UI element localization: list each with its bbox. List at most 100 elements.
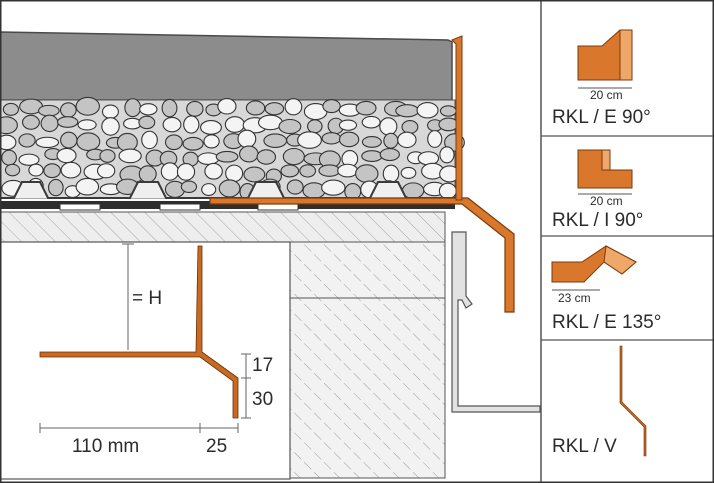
gravel-pebble: [397, 131, 417, 149]
gravel-pebble: [138, 165, 157, 183]
gravel-pebble: [75, 177, 100, 196]
gravel-pebble: [60, 131, 78, 149]
gravel-pebble: [203, 134, 220, 149]
gravel-pebble: [138, 115, 156, 130]
gravel-pebble: [1, 149, 17, 166]
gravel-pebble: [40, 114, 59, 133]
gravel-pebble: [438, 117, 459, 132]
profile-v-icon: [619, 345, 647, 457]
gravel-pebble: [338, 119, 358, 131]
gravel-pebble: [4, 163, 21, 177]
gravel-pebble: [18, 153, 40, 166]
gravel-pebble: [280, 164, 300, 178]
variant-name-2: RKL / I 90°: [552, 210, 643, 231]
gravel-pebble: [161, 98, 178, 118]
concrete-slab: [0, 211, 446, 243]
variants-panel: 20 cm RKL / E 90° 20 cm RKL / I 90° 23 c…: [540, 0, 714, 483]
gravel-pebble: [338, 131, 360, 148]
profile-section-detail: = H 17 30 110 mm 25: [0, 241, 291, 480]
gravel-pebble: [56, 116, 79, 128]
gravel-pebble: [417, 151, 440, 166]
gravel-pebble: [278, 118, 302, 135]
cross-section: [0, 31, 541, 479]
gravel-pebble: [256, 149, 277, 165]
gravel-pebble: [438, 182, 457, 200]
inner-corner-90-icon: [577, 149, 633, 195]
variant-dim-1: 20 cm: [590, 88, 623, 102]
gravel-pebble: [141, 130, 158, 150]
gravel-pebble: [416, 102, 439, 119]
gravel-pebble: [162, 116, 182, 133]
membrane-layer: [0, 201, 455, 209]
gravel-pebble: [395, 104, 420, 118]
gravel-pebble: [215, 150, 239, 163]
gravel-pebble: [164, 134, 183, 151]
height-label: = H: [132, 288, 162, 309]
variant-name-4: RKL / V: [552, 436, 617, 457]
gravel-pebble: [237, 129, 257, 149]
gravel-pebble: [118, 148, 142, 164]
gravel-pebble: [60, 102, 77, 118]
gravel-pebble: [322, 99, 341, 114]
gravel-pebble: [355, 164, 379, 183]
gravel-pebble: [180, 180, 198, 194]
edge-profile-upstand: [451, 35, 463, 201]
gravel-pebble: [284, 98, 303, 116]
gravel-pebble: [337, 163, 359, 178]
gravel-pebble: [60, 161, 82, 179]
gravel-pebble: [427, 130, 443, 148]
gravel-pebble: [47, 178, 64, 197]
gravel-pebble: [321, 179, 346, 196]
outer-corner-90-icon: [577, 29, 633, 89]
gravel-pebble: [217, 98, 237, 115]
gravel-pebble: [299, 164, 317, 178]
gravel-pebble: [0, 116, 18, 135]
dim-25-label: 25: [206, 436, 227, 457]
gravel-pebble: [197, 152, 220, 166]
gravel-pebble: [286, 179, 304, 195]
gravel-pebble: [176, 163, 196, 181]
gravel-pebble: [101, 104, 119, 119]
gravel-pebbles: [0, 96, 465, 201]
gravel-pebble: [183, 115, 200, 134]
gravel-pebble: [282, 147, 305, 166]
gravel-pebble: [186, 100, 204, 117]
gravel-pebble: [139, 103, 158, 116]
gravel-pebble: [382, 164, 400, 183]
variant-dim-2: 20 cm: [590, 194, 623, 208]
gravel-pebble: [318, 164, 341, 177]
gravel-pebble: [400, 166, 417, 179]
gravel-pebble: [439, 146, 455, 164]
gravel-pebble: [379, 117, 398, 136]
drainage-mat: [0, 181, 455, 199]
gravel-pebble: [361, 150, 383, 162]
gravel-pebble: [224, 116, 245, 133]
gravel-pebble: [297, 131, 322, 149]
gravel-pebble: [116, 132, 138, 152]
gravel-pebble: [264, 102, 285, 116]
profile-section-shape: [39, 245, 239, 419]
edge-profile-flange: [209, 197, 515, 313]
dim-30-label: 30: [252, 389, 273, 410]
gravel-pebble: [2, 102, 20, 116]
dim-17-label: 17: [252, 355, 273, 376]
gravel-pebble: [35, 136, 60, 149]
gravel-pebble: [225, 164, 244, 183]
variant-name-1: RKL / E 90°: [552, 107, 651, 128]
gravel-pebble: [28, 163, 44, 177]
gravel-pebble: [200, 120, 222, 135]
gravel-pebble: [38, 104, 60, 117]
gravel-pebble: [201, 183, 217, 197]
gravel-pebble: [439, 105, 457, 117]
gravel-pebble: [56, 147, 77, 164]
gravel-pebble: [361, 115, 381, 129]
gravel-pebble: [0, 134, 17, 151]
gravel-pebble: [239, 145, 259, 163]
gravel-pebble: [218, 179, 241, 198]
gravel-pebble: [401, 120, 419, 134]
gravel-pebble: [379, 148, 400, 162]
gravel-pebble: [355, 100, 377, 116]
gravel-pebble: [18, 133, 36, 148]
